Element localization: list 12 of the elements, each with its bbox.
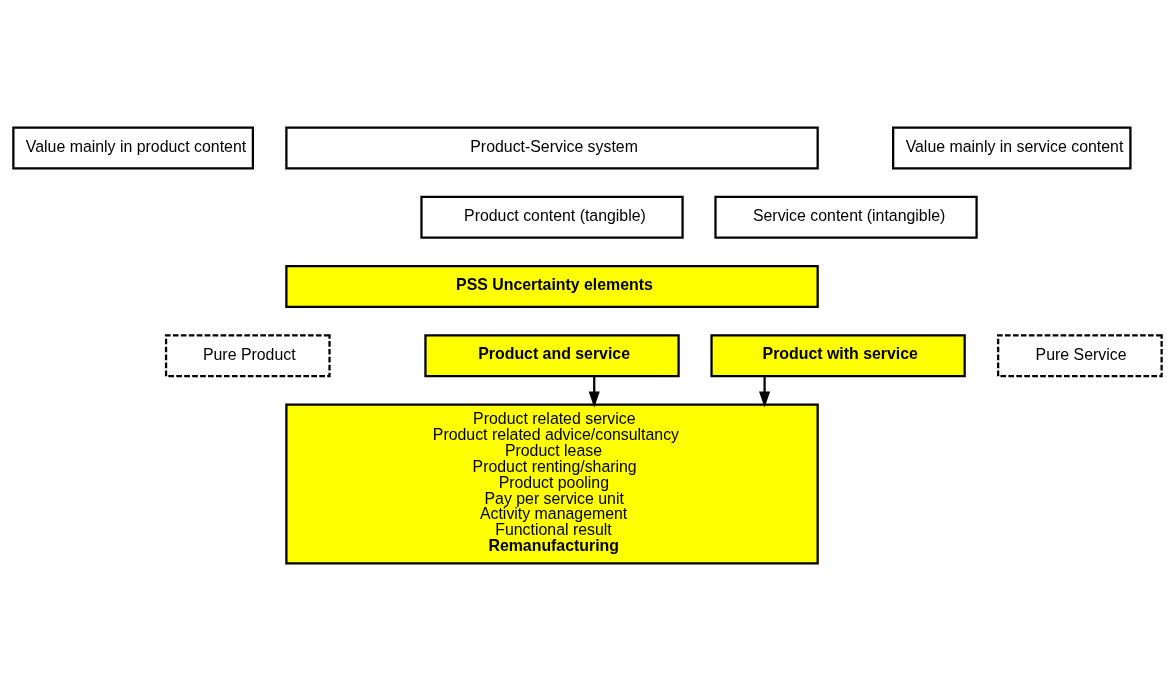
arrow: [759, 376, 771, 408]
node-box: Product with service: [710, 334, 966, 378]
node-box: Service content (intangible): [714, 195, 978, 239]
node-box: Product-Service system: [285, 126, 819, 170]
node-box: Product content (tangible): [420, 195, 684, 239]
node-box: PSS Uncertainty elements: [285, 264, 819, 309]
node-box: Pure Product: [164, 334, 331, 378]
node-box: Value mainly in service content: [892, 126, 1132, 170]
node-box: Pure Service: [997, 334, 1163, 378]
node-box: Product related service Product related advice/consultancy Product lease Product renting/sharing Product pooling Pay per service unit Activity management Functional result Remanufacturing: [285, 403, 819, 565]
node-box: Value mainly in product content: [12, 126, 255, 170]
node-box: Product and service: [424, 334, 680, 378]
